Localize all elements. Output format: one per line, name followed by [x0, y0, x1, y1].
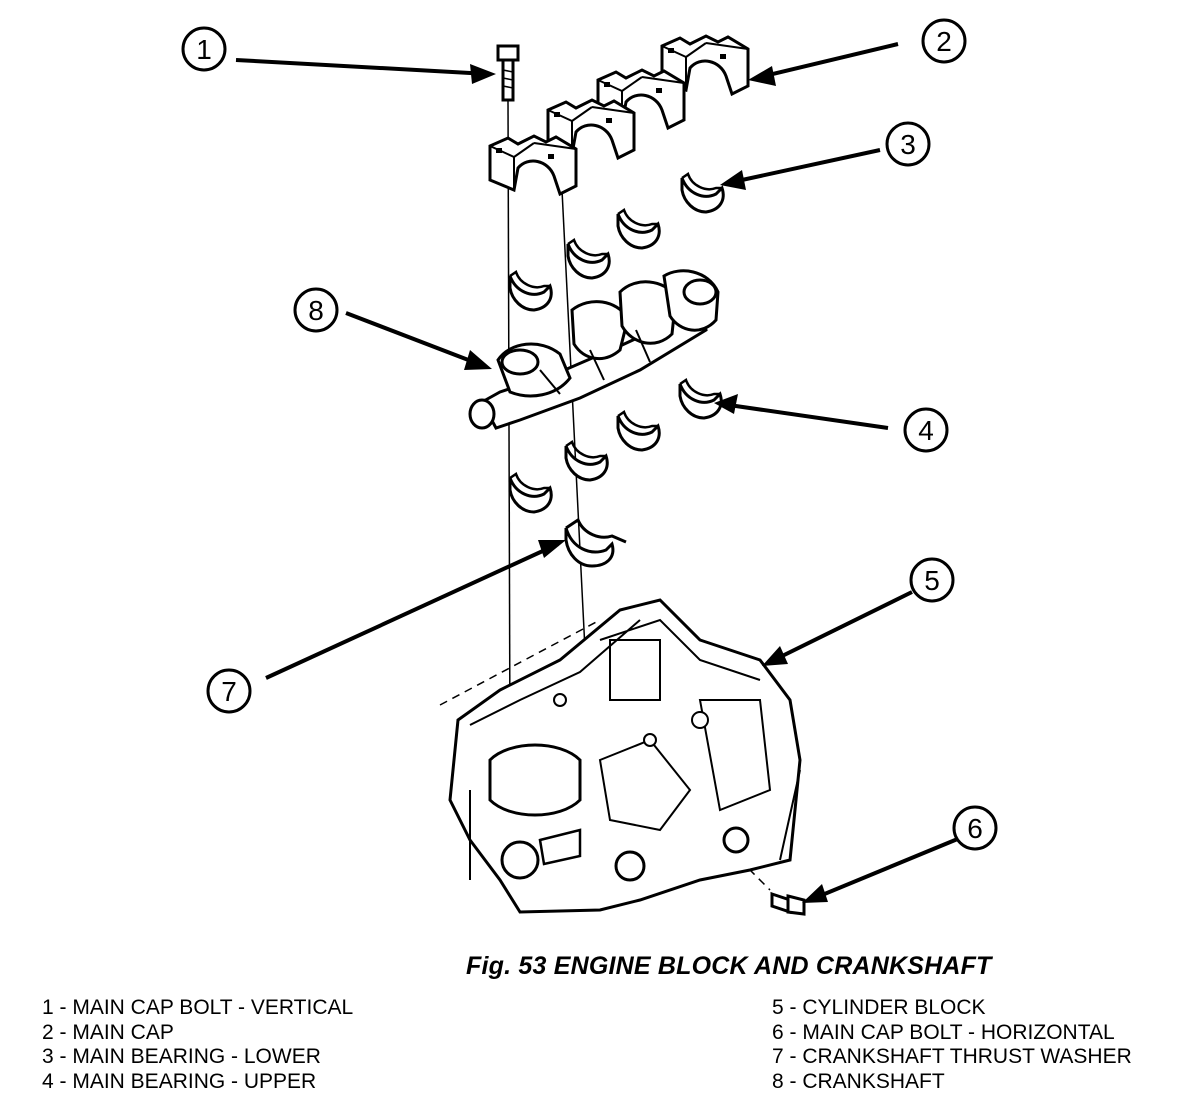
cylinder-block	[448, 598, 802, 914]
callout-1: 1	[181, 26, 227, 72]
callout-3-label: 3	[900, 129, 916, 160]
callout-4-label: 4	[918, 415, 934, 446]
legend-item-6: 6 - MAIN CAP BOLT - HORIZONTAL	[772, 1020, 1115, 1044]
legend-item-5: 5 - CYLINDER BLOCK	[772, 996, 986, 1019]
main-cap-bolt-horizontal	[770, 891, 806, 916]
legend-item-8: 8 - CRANKSHAFT	[772, 1069, 945, 1093]
legend-item-3: 3 - MAIN BEARING - LOWER	[42, 1045, 321, 1068]
callout-7: 7	[206, 668, 252, 714]
callout-8: 8	[293, 287, 339, 333]
callout-6: 6	[952, 805, 998, 851]
callout-5: 5	[909, 557, 955, 603]
crankshaft-thrust-washer	[564, 517, 627, 568]
callout-2: 2	[921, 18, 967, 64]
legend-item-2: 2 - MAIN CAP	[42, 1020, 174, 1044]
legend-item-7: 7 - CRANKSHAFT THRUST WASHER	[772, 1045, 1132, 1068]
callout-2-label: 2	[936, 26, 952, 57]
main-caps	[488, 34, 750, 196]
callout-8-label: 8	[308, 295, 324, 326]
callout-1-label: 1	[196, 34, 212, 65]
crankshaft	[468, 269, 720, 430]
exploded-view-diagram: 1 2 3 4 5 6 7 8	[181, 18, 998, 916]
figure-caption: Fig. 53 ENGINE BLOCK AND CRANKSHAFT	[466, 952, 992, 980]
callout-6-label: 6	[967, 813, 983, 844]
legend-item-1: 1 - MAIN CAP BOLT - VERTICAL	[42, 996, 354, 1019]
callout-4: 4	[903, 407, 949, 453]
callout-5-label: 5	[924, 565, 940, 596]
callout-3: 3	[885, 121, 931, 167]
legend-item-4: 4 - MAIN BEARING - UPPER	[42, 1069, 317, 1093]
callout-7-label: 7	[221, 676, 237, 707]
legend-right-column: 5 - CYLINDER BLOCK 6 - MAIN CAP BOLT - H…	[772, 996, 1132, 1094]
leader-arrows	[235, 42, 961, 903]
main-cap-bolt-vertical	[496, 44, 520, 102]
legend-left-column: 1 - MAIN CAP BOLT - VERTICAL 2 - MAIN CA…	[42, 996, 353, 1094]
